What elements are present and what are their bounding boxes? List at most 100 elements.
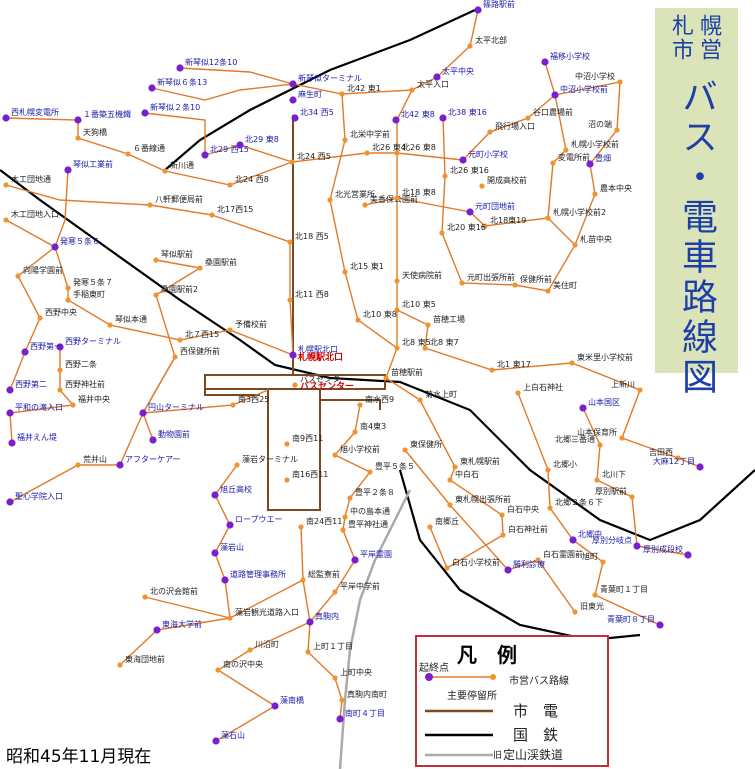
stop-label: 新川通 [170, 160, 194, 170]
stop-marker [637, 387, 643, 393]
stop-label: 琴似工業前 [73, 159, 113, 169]
stop-label: 南3西25 [238, 394, 269, 404]
stop-marker [147, 202, 153, 208]
title-line1: 幌営 [696, 14, 721, 62]
stop-label: 桑園駅前 [205, 257, 237, 267]
jozankei-line [338, 489, 412, 769]
bus-route-13 [9, 347, 75, 444]
stop-label: 北26 東4 [372, 142, 406, 152]
legend-tram-symbol [425, 709, 493, 713]
stop-marker [512, 282, 518, 288]
stop-label: 福移小学校 [550, 51, 590, 61]
stop-marker [409, 87, 415, 93]
rail-sassho-line [164, 9, 476, 171]
stop-marker [402, 447, 408, 453]
terminal-marker [226, 521, 234, 529]
stop-label: 発寒５条７ [73, 277, 113, 287]
stop-label: 北の沢会館前 [150, 586, 198, 596]
stop-label: 新琴似12条10 [185, 57, 237, 67]
terminal-marker [696, 463, 704, 471]
stop-label: 中沼小学校 [575, 71, 615, 81]
stop-marker [125, 151, 131, 157]
stop-marker [617, 79, 623, 85]
bus-route-25 [404, 449, 576, 613]
stop-marker [340, 527, 346, 533]
stop-marker [629, 494, 635, 500]
stop-label: 東米里小学校前 [577, 352, 633, 362]
stop-label: 札幌小学校前2 [553, 207, 606, 217]
bus-route-14 [9, 389, 269, 503]
stop-marker [227, 182, 233, 188]
stop-label: 南町４丁目 [345, 708, 385, 718]
terminal-marker [201, 151, 209, 159]
stop-marker [569, 360, 575, 366]
terminal-marker [21, 348, 29, 356]
stop-label: 円山ターミナル [148, 402, 204, 412]
stop-marker [447, 502, 453, 508]
legend-terminal-label: 起終点 [419, 663, 449, 674]
stop-marker [614, 127, 620, 133]
stop-label: 藻岩観光道路入口 [235, 607, 299, 617]
bus-route-22 [119, 464, 238, 666]
stop-marker [342, 269, 348, 275]
stop-marker [342, 137, 348, 143]
stop-label: 豊平２条８ [355, 487, 395, 497]
stop-label: 北17西15 [217, 205, 253, 214]
stop-label: 美住町 [553, 280, 577, 290]
stop-label: 西野中央 [45, 307, 77, 317]
stop-label: 元町団地前 [475, 201, 515, 211]
terminal-marker [6, 409, 14, 417]
stop-marker [447, 477, 453, 483]
legend-tram-label: 市 電 [513, 702, 559, 720]
terminal-marker [466, 208, 474, 216]
stop-label: 木工団地入口 [11, 209, 59, 219]
stop-label: 南郷丘 [435, 516, 459, 526]
stop-label: 川沿町 [255, 640, 279, 649]
terminal-marker [8, 439, 16, 447]
stop-label: 西保健所前 [180, 346, 220, 356]
stop-label: 北栄中学前 [350, 129, 390, 139]
stop-label: 北15 東1 [350, 261, 384, 271]
stop-label: 天狗橋 [83, 127, 107, 137]
terminal-marker [148, 84, 156, 92]
stop-marker [675, 455, 681, 461]
terminal-marker [633, 542, 641, 550]
terminal-marker [433, 73, 441, 81]
stop-marker [162, 168, 168, 174]
bus-route-23 [215, 526, 311, 742]
stop-marker [364, 150, 370, 156]
terminal-marker [51, 243, 59, 251]
stop-marker [247, 647, 253, 653]
bus-route-18 [385, 377, 504, 570]
stop-label: 藻岩ターミナル [242, 454, 298, 464]
stop-label: 西野神社前 [65, 379, 105, 389]
stop-marker [362, 202, 368, 208]
stop-marker [394, 278, 400, 284]
stop-label: 白石神社前 [508, 524, 548, 534]
stop-label: 上町中央 [340, 667, 372, 677]
stop-label: 沼の端 [588, 119, 612, 129]
stop-marker [525, 115, 531, 121]
stop-marker [535, 557, 541, 563]
stop-label: 北７西15 [185, 330, 219, 339]
stop-label: 新琴似２条10 [150, 102, 200, 112]
stop-marker [545, 467, 551, 473]
stop-label: 中沼小学校前 [560, 84, 608, 94]
stop-marker [107, 322, 113, 328]
stop-label: 上新川 [611, 379, 635, 389]
terminal-marker [236, 141, 244, 149]
stop-label: 北郷２条６下 [555, 497, 603, 507]
stop-marker [117, 662, 123, 668]
terminal-marker [289, 80, 297, 88]
stop-label: バスセンター [300, 375, 348, 384]
stop-label: 白石霊園前 [543, 549, 583, 559]
stop-label: 保健所前 [520, 274, 552, 284]
stop-label: 札幌駅北口 [298, 344, 338, 354]
stop-marker [545, 288, 551, 294]
stop-marker [355, 317, 361, 323]
stop-marker [234, 462, 240, 468]
title-line2: 札市 [668, 14, 693, 62]
tram-loop-center [204, 374, 386, 390]
label-sapporo-north: 札幌駅北口 [297, 351, 343, 363]
stop-marker [75, 135, 81, 141]
